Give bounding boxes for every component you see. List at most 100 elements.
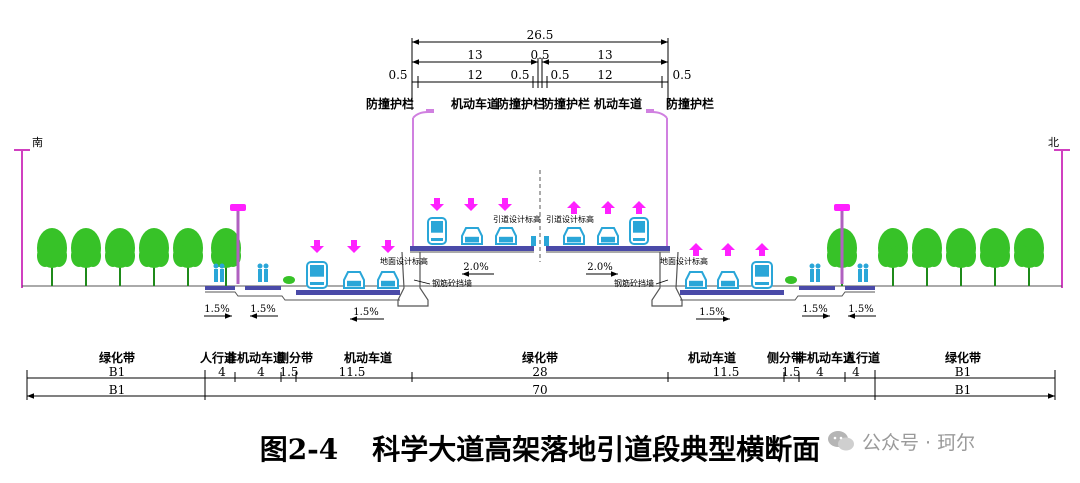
figure-title: 科学大道高架落地引道段典型横断面 [372,433,821,466]
dim-sidewalk-right: 4 [852,365,860,379]
wechat-icon [828,431,854,451]
label-barrier-right: 防撞护栏 [666,96,714,111]
dim-barrier-right: 0.5 [672,68,691,82]
label-green-center: 绿化带 [522,350,558,365]
elevated-deck-right [546,246,670,253]
dim-motor-right: 11.5 [713,365,740,379]
elevated-deck-left [410,246,534,253]
top-dimensions [411,38,669,110]
dim-motor-left: 11.5 [339,365,366,379]
retaining-wall-left [397,251,429,307]
street-lamp-right [834,204,850,284]
slope-deck-right: 2.0% [587,262,612,273]
note-ground-right: 地面设计标高 [660,256,708,266]
dim-center: 28 [532,365,547,379]
shrub-left [283,276,295,284]
dim-mid-left: 0.5 [510,68,529,82]
car-icon [717,271,739,289]
label-side-sep-right: 侧分带 [767,350,803,365]
car-icon [461,227,483,245]
dim-lane-left: 12 [467,68,482,82]
direction-south: 南 [14,136,43,288]
note-wall-right: 钢筋砼挡墙 [614,278,654,288]
label-nonmotor-right: 非机动车道 [795,350,855,365]
dim-total-b1-right: B1 [955,383,971,397]
tree [980,228,1010,286]
svg-text:北: 北 [1048,136,1059,149]
arrow-down-icon [381,240,395,253]
dim-nonmotor-right: 4 [816,365,824,379]
vehicles [306,217,773,289]
label-motor-right: 机动车道 [688,350,736,365]
label-green-left: 绿化带 [99,350,135,365]
dim-sep-right: 1.5 [781,365,800,379]
tree [37,228,67,286]
label-lane-left: 机动车道 [451,96,499,111]
arrow-up-icon [601,201,615,214]
bus-icon [427,217,447,245]
retaining-wall-right [651,251,683,307]
arrow-up-icon [755,243,769,256]
slope-g4: 1.5% [699,307,724,318]
arrow-up-icon [567,201,581,214]
note-elev-right: 引道设计标高 [546,214,594,224]
dim-half-right: 13 [597,48,612,62]
figure-caption: 图2-4 科学大道高架落地引道段典型横断面 [0,428,1080,468]
tree [105,228,135,286]
watermark-text: 公众号 · 珂尔 [862,431,976,454]
dim-lane-right: 12 [597,68,612,82]
dim-half-left: 13 [467,48,482,62]
arrow-down-icon [498,198,512,211]
car-icon [343,271,365,289]
label-side-sep-left: 侧分带 [277,350,313,365]
note-wall-left: 钢筋砼挡墙 [432,278,472,288]
slope-g3: 1.5% [353,307,378,318]
dim-sidewalk-left: 4 [218,365,226,379]
dim-sep-left: 1.5 [279,365,298,379]
slope-g1: 1.5% [204,304,229,315]
label-barrier-mid-left: 防撞护栏 [497,96,545,111]
label-lane-right: 机动车道 [594,96,642,111]
label-motor-left: 机动车道 [344,350,392,365]
label-barrier-mid-right: 防撞护栏 [542,96,590,111]
traffic-direction-arrows [310,198,769,256]
watermark: 公众号 · 珂尔 [826,426,975,456]
arrow-down-icon [430,198,444,211]
dim-median: 0.5 [530,48,549,62]
slope-g5: 1.5% [802,304,827,315]
arrow-down-icon [347,240,361,253]
tree [912,228,942,286]
car-icon [597,227,619,245]
car-icon [377,271,399,289]
pedestrians-left [213,263,269,282]
label-sidewalk-left: 人行道 [200,350,236,365]
bus-icon [751,261,773,289]
slope-g6: 1.5% [848,304,873,315]
dim-total: 70 [532,383,547,397]
svg-text:南: 南 [32,136,43,149]
lamp-pole-left [412,109,434,246]
slope-g2: 1.5% [250,304,275,315]
arrow-up-icon [689,243,703,256]
dim-b1-right: B1 [955,365,971,379]
dim-barrier-left: 0.5 [388,68,407,82]
tree [139,228,169,286]
note-elev-left: 引道设计标高 [493,214,541,224]
tree [173,228,203,286]
dim-mid-right: 0.5 [550,68,569,82]
dim-b1-left: B1 [109,365,125,379]
figure-number: 图2-4 [259,433,339,466]
label-sidewalk-right: 人行道 [844,350,880,365]
ground-roads [205,286,875,295]
bus-icon [629,217,649,245]
slope-deck-left: 2.0% [463,262,488,273]
arrow-down-icon [464,198,478,211]
label-barrier-left: 防撞护栏 [366,96,414,111]
car-icon [685,271,707,289]
arrow-down-icon [310,240,324,253]
pedestrians-right [809,263,869,282]
dim-nonmotor-left: 4 [257,365,265,379]
car-icon [563,227,585,245]
shrub-right [785,276,797,284]
